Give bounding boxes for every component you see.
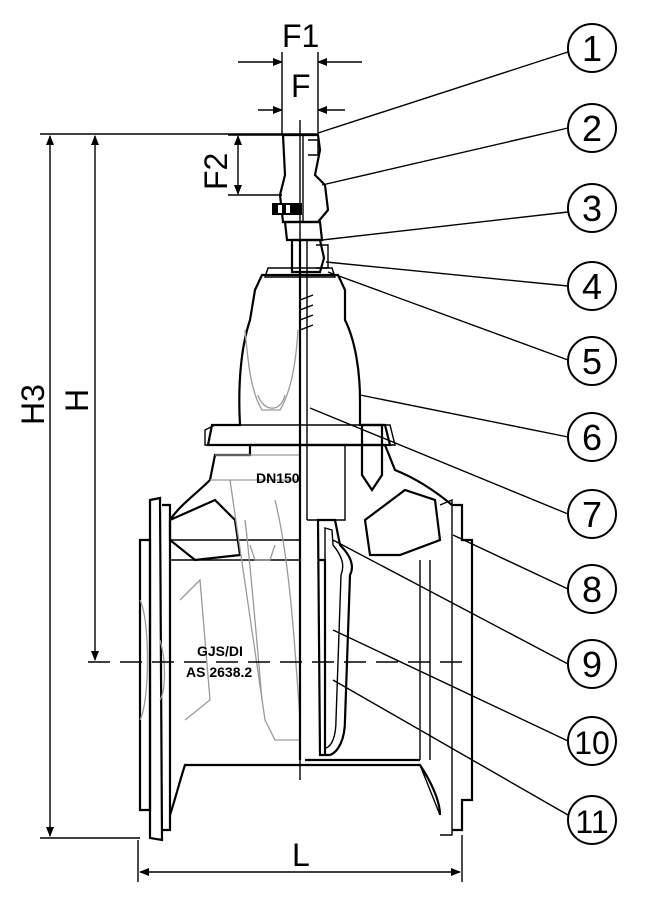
bonnet <box>204 267 396 492</box>
dim-h-label: H <box>59 389 95 412</box>
svg-text:2: 2 <box>582 108 602 149</box>
svg-text:4: 4 <box>582 266 602 307</box>
svg-text:9: 9 <box>582 644 602 685</box>
svg-text:3: 3 <box>582 188 602 229</box>
svg-text:1: 1 <box>582 28 602 69</box>
operating-cap <box>272 133 330 242</box>
marking-size: DN150 <box>256 470 300 486</box>
balloon-11: 11 <box>567 795 617 845</box>
balloon-9: 9 <box>567 639 617 689</box>
valve-body <box>138 443 474 842</box>
svg-text:7: 7 <box>582 494 602 535</box>
dim-f2-label: F2 <box>198 153 234 190</box>
hidden-lines <box>139 329 301 741</box>
balloon-2: 2 <box>567 103 617 153</box>
svg-text:8: 8 <box>582 569 602 610</box>
svg-text:6: 6 <box>582 417 602 458</box>
balloon-10: 10 <box>567 716 617 766</box>
dim-h3-label: H3 <box>15 384 51 425</box>
leader-lines <box>309 51 569 816</box>
balloon-8: 8 <box>567 564 617 614</box>
dim-l-label: L <box>292 837 310 873</box>
dimension-lines <box>40 52 463 882</box>
balloon-3: 3 <box>567 183 617 233</box>
balloon-5: 5 <box>567 336 617 386</box>
dim-f-label: F <box>291 68 311 104</box>
svg-text:11: 11 <box>575 804 608 840</box>
svg-text:10: 10 <box>574 725 610 761</box>
svg-text:5: 5 <box>582 341 602 382</box>
marking-material: GJS/DI <box>197 643 243 659</box>
dim-f1-label: F1 <box>282 18 319 54</box>
balloon-7: 7 <box>567 489 617 539</box>
balloon-6: 6 <box>567 412 617 462</box>
balloon-1: 1 <box>567 23 617 73</box>
wedge <box>316 518 354 757</box>
balloon-4: 4 <box>567 261 617 311</box>
marking-standard: AS 2638.2 <box>186 664 252 680</box>
